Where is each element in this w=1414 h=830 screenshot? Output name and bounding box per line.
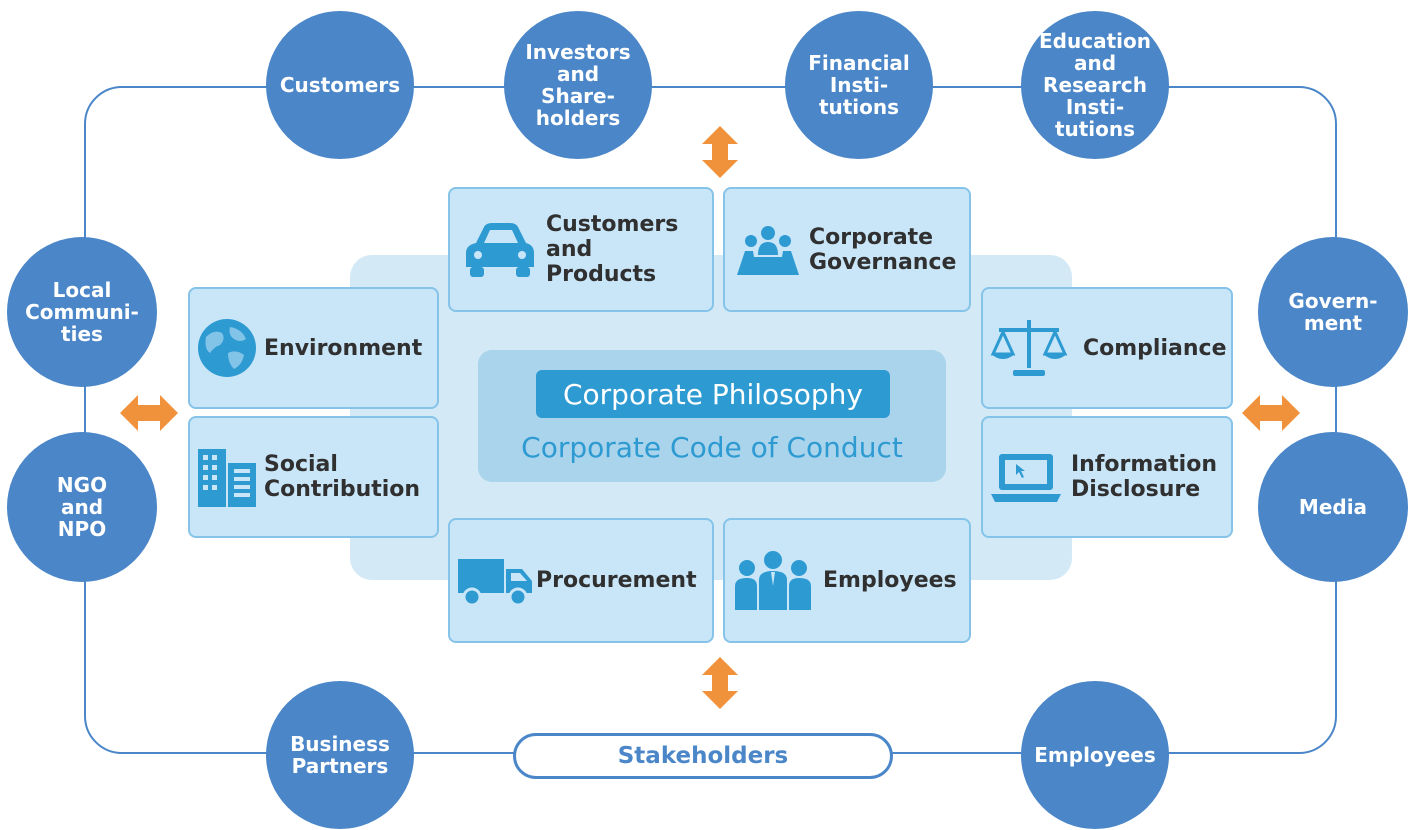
stakeholder-government: Govern- ment: [1258, 237, 1408, 387]
meeting-icon: [737, 225, 799, 275]
theme-label: Employees: [823, 568, 957, 593]
theme-label: Compliance: [1083, 335, 1227, 361]
theme-corporate-governance: Corporate Governance: [723, 187, 971, 312]
scales-icon: [990, 320, 1068, 376]
theme-compliance: Compliance: [981, 287, 1233, 409]
stakeholder-financial-institutions: Financial Insti- tutions: [785, 11, 933, 159]
buildings-icon: [198, 449, 256, 507]
people-icon: [735, 550, 811, 610]
stakeholder-employees: Employees: [1021, 681, 1169, 829]
theme-label: Customers and Products: [546, 212, 679, 287]
car-icon: [466, 222, 534, 277]
theme-label: Procurement: [536, 568, 697, 593]
truck-icon: [458, 558, 532, 606]
stakeholder-ngo-npo: NGO and NPO: [7, 432, 157, 582]
corporate-philosophy-label: Corporate Philosophy: [536, 370, 890, 418]
theme-procurement: Procurement: [448, 518, 714, 643]
theme-information-disclosure: Information Disclosure: [981, 416, 1233, 538]
theme-social-contribution: Social Contribution: [188, 416, 439, 538]
theme-label: Information Disclosure: [1071, 452, 1217, 502]
theme-label: Social Contribution: [264, 452, 421, 502]
stakeholder-local-communities: Local Communi- ties: [7, 237, 157, 387]
theme-customers-products: Customers and Products: [448, 187, 714, 312]
theme-label: Environment: [264, 335, 423, 361]
double-arrow-icon-top: [702, 126, 738, 178]
theme-label: Corporate Governance: [809, 224, 957, 275]
code-of-conduct-label: Corporate Code of Conduct: [521, 431, 903, 464]
stakeholder-business-partners: Business Partners: [266, 681, 414, 829]
stakeholder-media: Media: [1258, 432, 1408, 582]
double-arrow-icon-bottom: [702, 657, 738, 709]
stakeholder-education: Education and Research Insti- tutions: [1021, 11, 1169, 159]
theme-employees: Employees: [723, 518, 971, 643]
laptop-icon: [991, 454, 1061, 502]
double-arrow-icon-left: [120, 395, 178, 431]
stakeholder-investors: Investors and Share- holders: [504, 11, 652, 159]
stakeholder-customers: Customers: [266, 11, 414, 159]
globe-icon: [198, 319, 256, 377]
stakeholders-label: Stakeholders: [513, 733, 893, 779]
double-arrow-icon-right: [1242, 395, 1300, 431]
theme-environment: Environment: [188, 287, 439, 409]
